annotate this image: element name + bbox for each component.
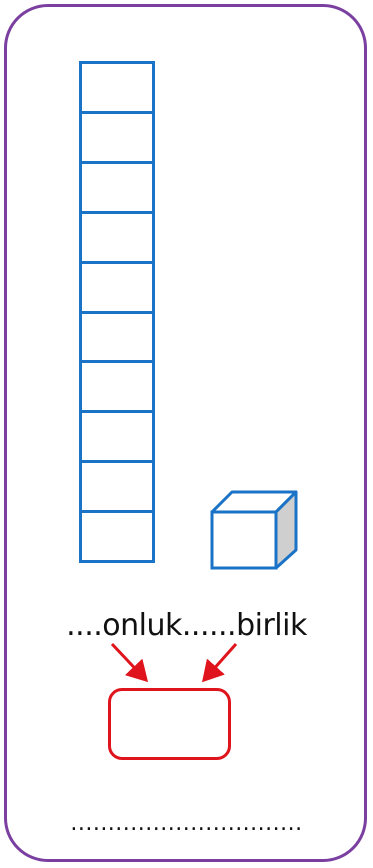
ten-rod-cell bbox=[82, 214, 152, 264]
answer-box[interactable] bbox=[108, 688, 231, 760]
ten-rod-cell bbox=[82, 114, 152, 164]
ten-rod-cell bbox=[82, 363, 152, 413]
ten-rod-cell bbox=[82, 164, 152, 214]
unit-cube-icon bbox=[208, 488, 300, 570]
ten-rod-cell bbox=[82, 413, 152, 463]
ten-rod-cell bbox=[82, 463, 152, 513]
arrow-down-right-icon bbox=[112, 644, 146, 680]
ten-rod-cell bbox=[82, 264, 152, 314]
answer-dotted-line[interactable]: ............................... bbox=[0, 812, 373, 836]
arrow-down-left-icon bbox=[204, 644, 236, 680]
ten-rod-block bbox=[79, 61, 155, 563]
ten-rod-cell bbox=[82, 513, 152, 560]
cube-front-face bbox=[212, 512, 276, 568]
ten-rod-cell bbox=[82, 64, 152, 114]
ten-rod-cell bbox=[82, 314, 152, 364]
